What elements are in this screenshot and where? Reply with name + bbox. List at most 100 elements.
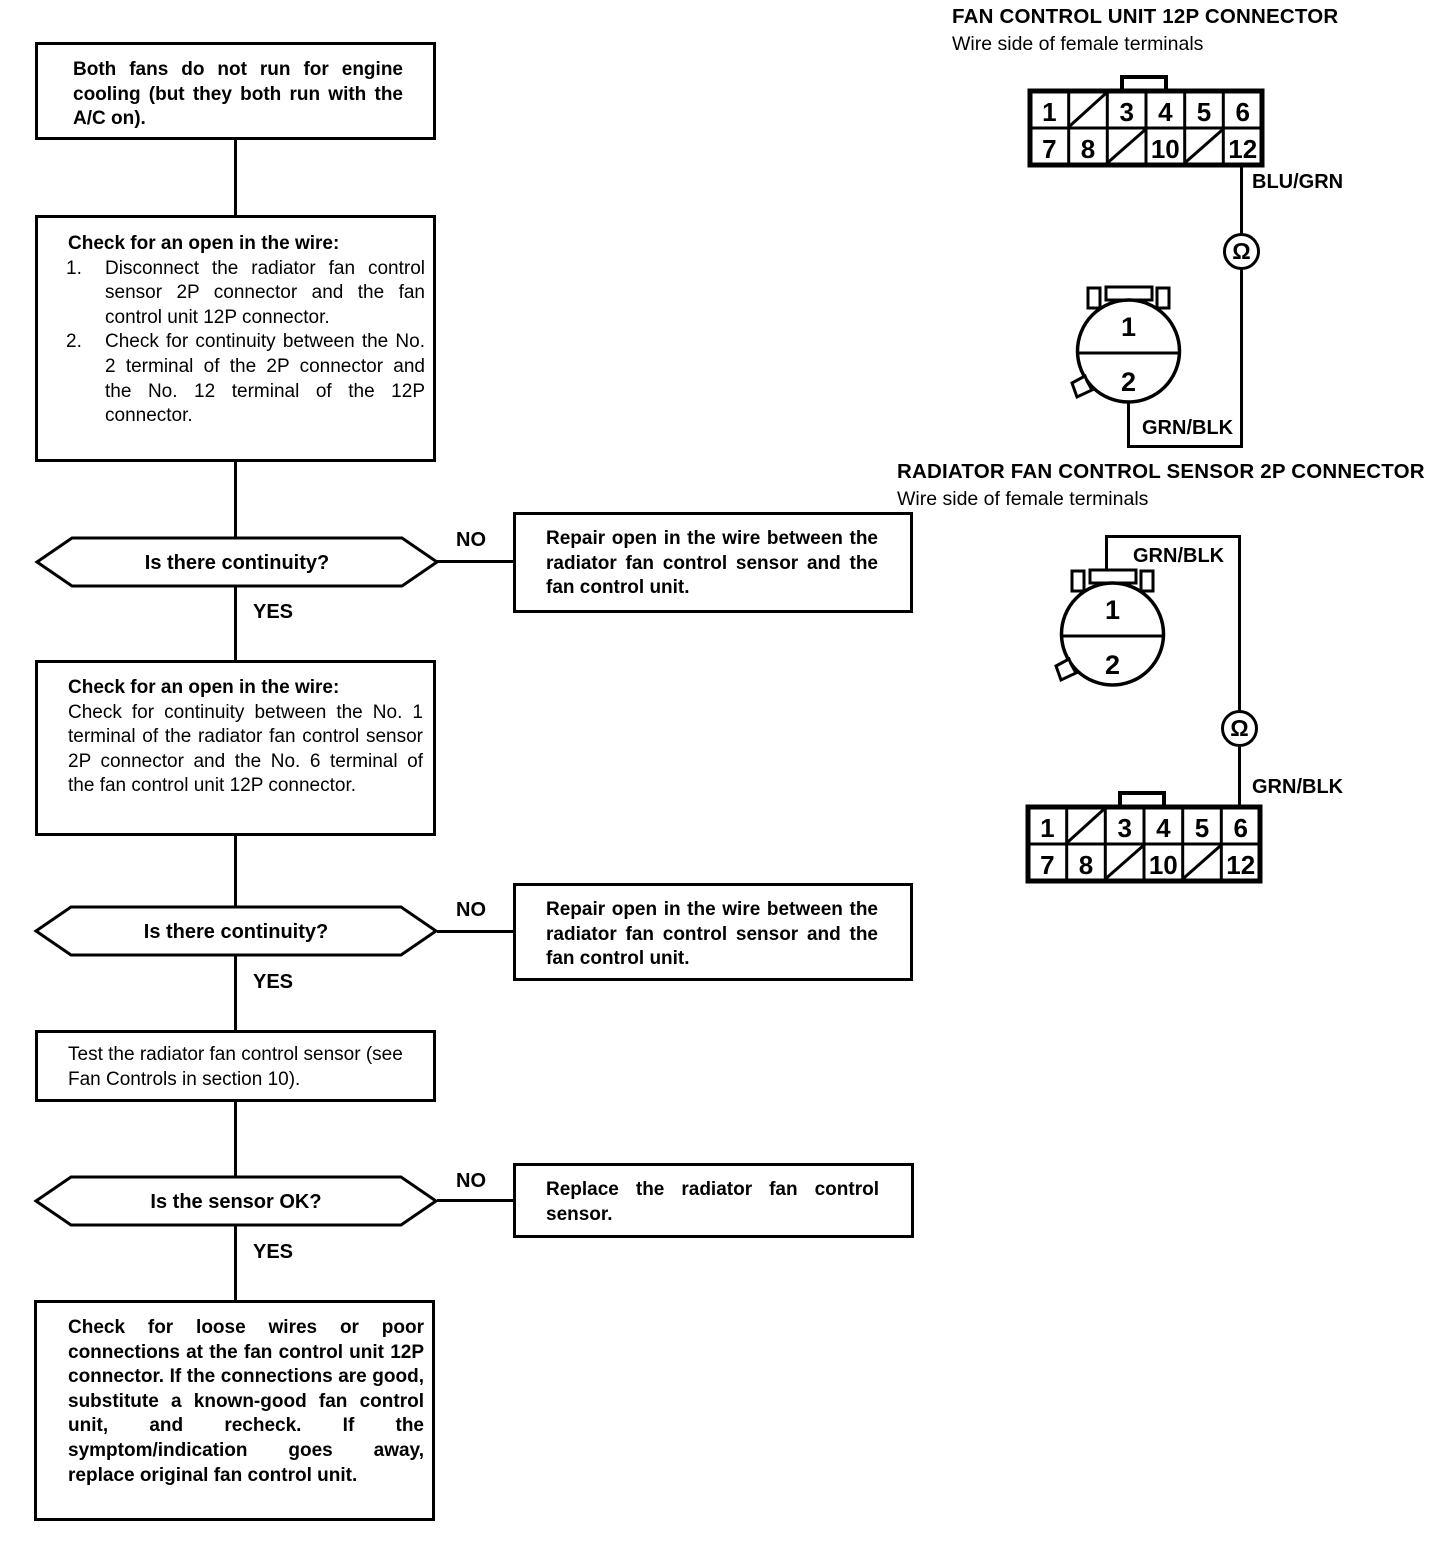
terminal-3: 3 [1119,97,1133,127]
yes-label-2: YES [253,971,294,993]
connector-side-tab [1155,286,1171,310]
terminal-8: 8 [1081,134,1095,164]
terminal-4: 4 [1156,813,1171,843]
flow-line-step2-to-decision2 [234,835,237,907]
ohm-symbol: Ω [1230,715,1249,741]
wire-horizontal-top [1105,535,1241,538]
no-label-2: NO [456,899,486,921]
repair2-box: Repair open in the wire between the radi… [513,883,913,981]
step1-heading: Check for an open in the wire: [68,233,340,254]
grn-blk-wire-label-3: GRN/BLK [1252,776,1344,798]
flow-line-step1-to-decision1 [234,460,237,538]
grn-blk-wire [1127,402,1130,448]
terminal-10: 10 [1151,134,1180,164]
yes-label-3: YES [253,1241,294,1263]
terminal-3: 3 [1117,813,1131,843]
symptom-text: Both fans do not run for engine cooling … [73,59,403,130]
test-lead-wire-2 [1238,535,1241,711]
decision3-hexagon: Is the sensor OK? [33,1175,439,1227]
connector-tab [1118,791,1166,807]
grn-blk-wire-label-2: GRN/BLK [1133,545,1225,567]
terminal-8: 8 [1079,850,1093,880]
terminal-1: 1 [1121,312,1136,342]
step1-item-1: 1. Disconnect the radiator fan control se… [66,257,425,331]
fan-control-unit-12p-connector: 1 3 4 5 6 7 8 10 12 [1027,75,1265,168]
sensor-connector-subtitle: Wire side of female terminals [897,488,1149,510]
blu-grn-wire [1240,164,1243,234]
terminal-6: 6 [1233,813,1247,843]
terminal-7: 7 [1040,850,1054,880]
terminal-4: 4 [1158,97,1173,127]
no-label-3: NO [456,1170,486,1192]
fan-control-unit-12p-connector-2: 1 3 4 5 6 7 8 10 12 [1025,791,1263,884]
step2-box: Check for an open in the wire: Check for… [35,660,436,836]
grn-blk-wire-down [1238,747,1241,807]
radiator-fan-sensor-2p-connector-view1: 1 2 [1070,285,1182,404]
ohm-symbol: Ω [1232,238,1251,264]
radiator-fan-sensor-2p-connector-view2: 1 2 [1054,568,1166,687]
blocked-cavity-diagonal [1183,127,1225,165]
step3-box: Test the radiator fan control sensor (se… [35,1030,436,1102]
step1-item-1-text: Disconnect the radiator fan control sens… [105,257,425,328]
connector-center-tab [1104,285,1154,302]
step1-item-1-number: 1. [66,257,82,279]
terminal-2: 2 [1105,650,1120,680]
blocked-cavity-diagonal [1106,127,1147,165]
terminal-2: 2 [1121,367,1136,397]
flow-line-step3-to-decision3 [234,1101,237,1177]
terminal-1: 1 [1042,97,1056,127]
repair2-text: Repair open in the wire between the radi… [546,899,878,970]
blu-grn-wire-label: BLU/GRN [1252,171,1344,193]
repair3-text: Replace the radiator fan control sensor. [546,1179,879,1225]
blocked-cavity-diagonal [1065,806,1107,845]
decision1-text: Is there continuity? [145,552,329,574]
step1-box: Check for an open in the wire: 1. Disconn… [35,215,436,462]
connector-center-tab [1088,568,1138,585]
ohmmeter-icon: Ω [1223,233,1260,270]
symptom-box: Both fans do not run for engine cooling … [35,42,436,140]
flow-line-decision2-to-step3 [234,955,237,1031]
grn-blk-wire-up [1105,535,1108,577]
unit-connector-title: FAN CONTROL UNIT 12P CONNECTOR [952,5,1339,28]
test-lead-wire [1240,269,1243,448]
terminal-5: 5 [1197,97,1211,127]
ohmmeter-icon-2: Ω [1221,710,1258,747]
flow-line-decision1-to-step2 [234,586,237,662]
flow-line-decision3-to-final [234,1224,237,1301]
connector-key-notch [1070,373,1095,400]
connector-key-notch [1054,656,1079,683]
test-lead-wire-horizontal [1127,445,1243,448]
step1-item-2-text: Check for continuity between the No. 2 t… [105,331,425,427]
terminal-1: 1 [1040,813,1054,843]
connector-side-tab [1086,286,1102,310]
final-action-box: Check for loose wires or poor connection… [34,1300,435,1521]
connector-tab [1120,75,1168,91]
blocked-cavity-diagonal [1067,90,1109,129]
no-branch-line-2 [437,930,513,933]
no-branch-line-1 [437,560,513,563]
terminal-12: 12 [1228,134,1257,164]
step3-text: Test the radiator fan control sensor (se… [68,1044,403,1090]
final-action-text: Check for loose wires or poor connection… [68,1317,424,1486]
blocked-cavity-diagonal [1181,843,1223,881]
repair1-text: Repair open in the wire between the radi… [546,528,878,599]
terminal-5: 5 [1195,813,1209,843]
decision2-text: Is there continuity? [144,921,328,943]
step1-item-2-number: 2. [66,331,82,353]
terminal-12: 12 [1226,850,1255,880]
terminal-7: 7 [1042,134,1056,164]
flow-line-symptom-to-step1 [234,140,237,216]
decision3-text: Is the sensor OK? [150,1191,321,1213]
yes-label-1: YES [253,601,294,623]
step2-text: Check for continuity between the No. 1 t… [68,701,423,797]
repair1-box: Repair open in the wire between the radi… [513,512,913,613]
terminal-6: 6 [1235,97,1249,127]
connector-side-tab [1070,569,1086,593]
terminal-1: 1 [1105,595,1120,625]
no-branch-line-3 [437,1199,513,1202]
step1-item-2: 2. Check for continuity between the No. 2… [66,330,425,428]
unit-connector-subtitle: Wire side of female terminals [952,33,1204,55]
decision2-hexagon: Is there continuity? [33,905,439,957]
decision1-hexagon: Is there continuity? [34,536,440,588]
